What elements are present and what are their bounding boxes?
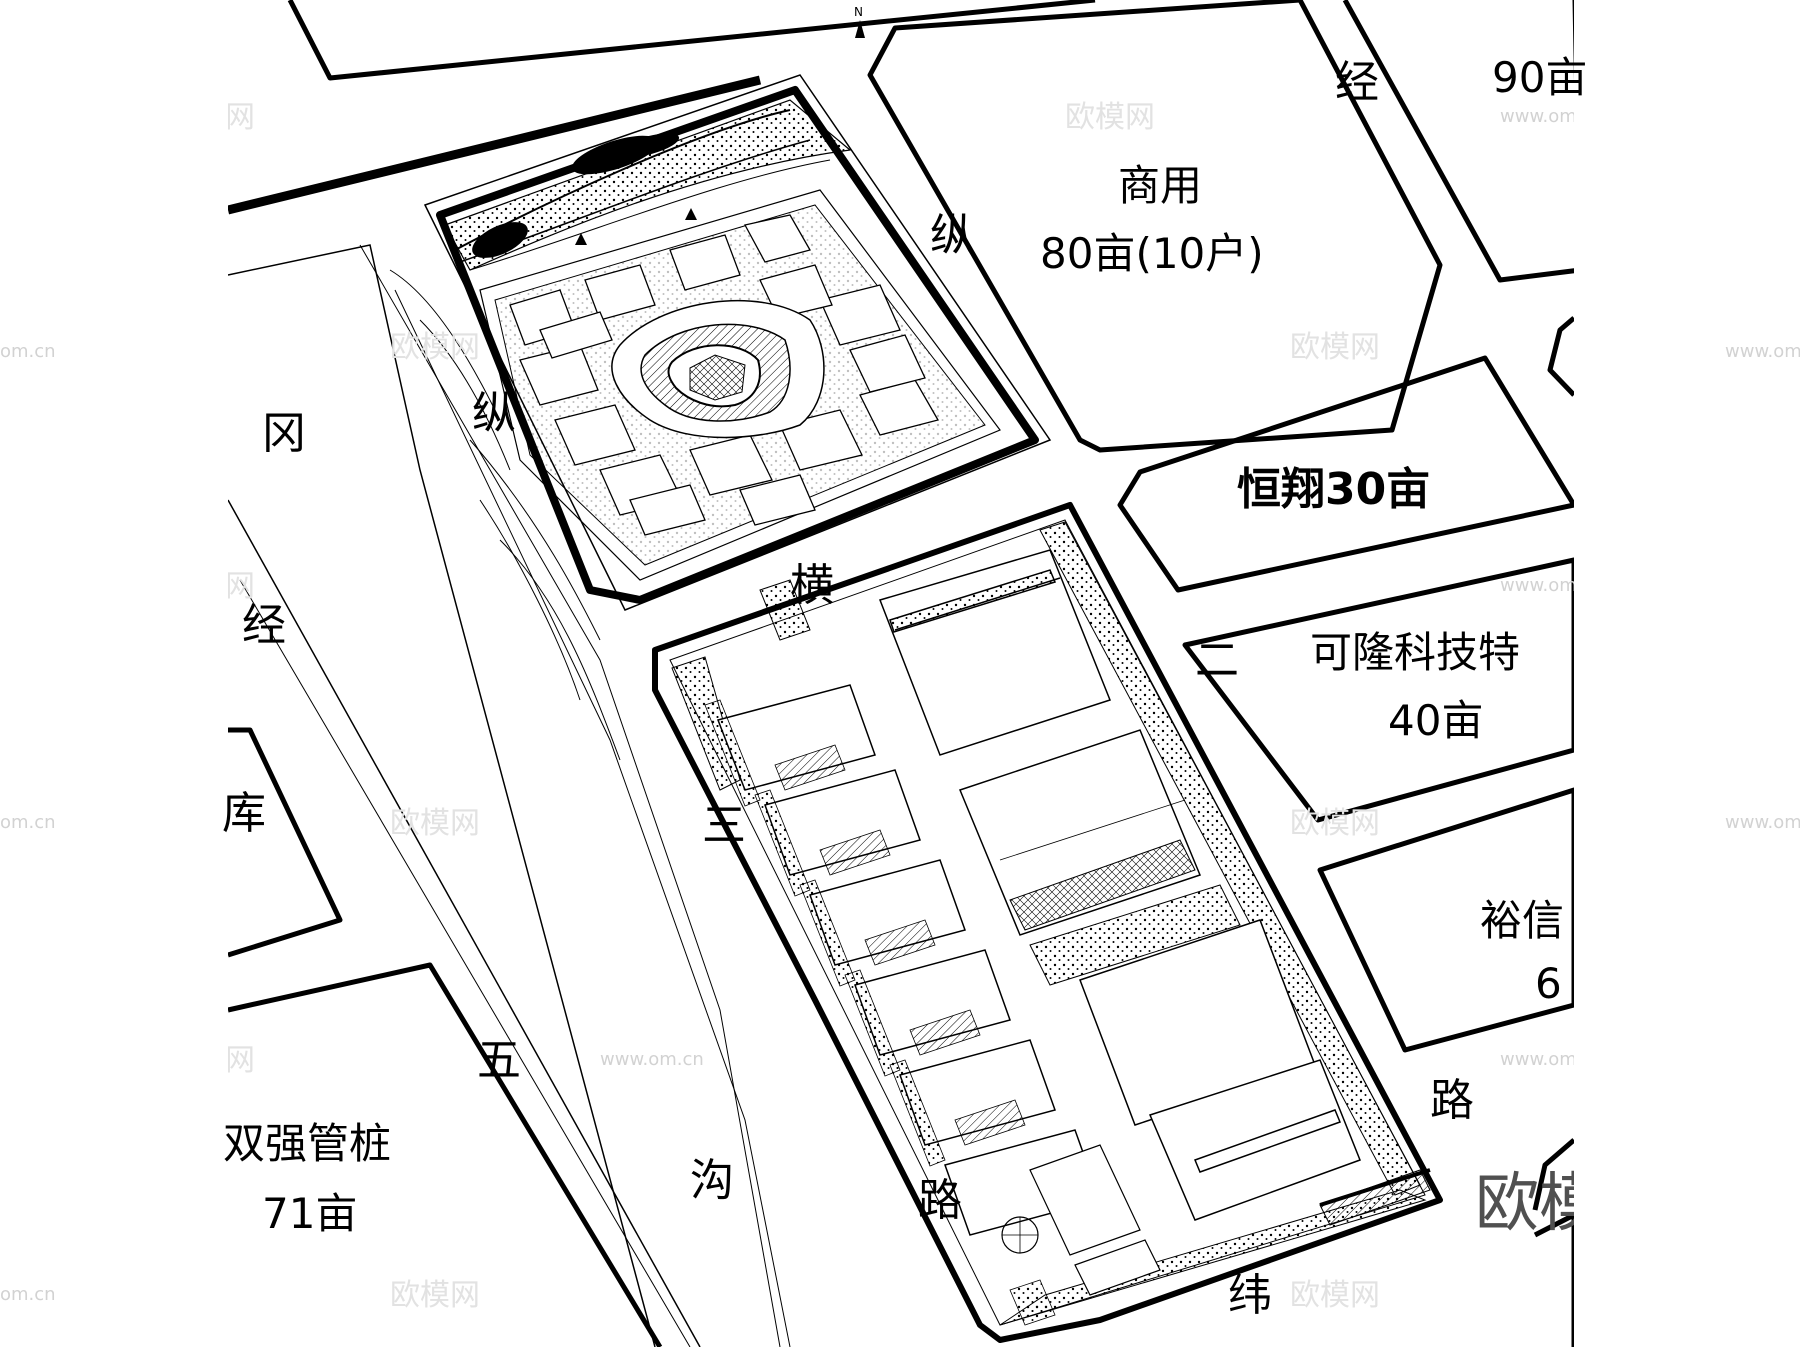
road-label: 五 xyxy=(477,1035,521,1086)
block-top-left xyxy=(287,0,1096,81)
road-label: 库 xyxy=(222,788,266,839)
parcel-area-commercial: 80亩(10户) xyxy=(1040,229,1264,278)
road-labels: 冈 经 库 纵 纵 横 二 三 五 沟 路 路 纬 经 xyxy=(222,57,1474,1321)
road-label: 经 xyxy=(1335,57,1379,108)
block-right-mid-arc xyxy=(1547,316,1576,397)
parcel-area-yuxin: 6 xyxy=(1535,959,1562,1008)
road-label: 二 xyxy=(1195,635,1239,686)
road-label: 经 xyxy=(242,600,286,651)
parcel-area-shuangqiang: 71亩 xyxy=(262,1189,357,1238)
block-right-lower-arc xyxy=(1532,1138,1576,1211)
watermark-url-margin: om.cn xyxy=(0,812,56,833)
block-top-right xyxy=(1342,0,1583,283)
block-hengxiang xyxy=(1117,355,1577,593)
block-commercial xyxy=(867,0,1443,453)
block-ku xyxy=(227,727,343,958)
parcel-name-commercial: 商用 xyxy=(1118,161,1202,210)
parcel-name-yuxin: 裕信 xyxy=(1480,896,1564,945)
upper-site xyxy=(423,74,1052,611)
watermark-brand: 欧模网 xyxy=(390,330,480,365)
road-label: 冈 xyxy=(262,408,306,459)
watermark-url-margin: om.cn xyxy=(0,341,56,362)
road-label: 沟 xyxy=(690,1155,734,1206)
watermark-brand: 欧模网 xyxy=(390,1278,480,1313)
road-label: 路 xyxy=(1430,1075,1474,1126)
lower-site xyxy=(652,502,1443,1343)
watermark-url-margin: www.om.cn xyxy=(1725,812,1800,833)
road-label: 路 xyxy=(918,1175,962,1226)
road-label: 纬 xyxy=(1228,1270,1272,1321)
block-kelong xyxy=(1182,557,1577,823)
watermark-url: www.om.cn xyxy=(600,1049,704,1070)
parcel-area-kelong: 40亩 xyxy=(1388,696,1483,745)
watermark-url-margin: www.om.cn xyxy=(1725,341,1800,362)
parcel-area-top-right: 90亩 xyxy=(1492,53,1587,102)
watermark-brand: 欧模网 xyxy=(1290,806,1380,841)
north-label: N xyxy=(854,5,863,19)
watermark-brand: 欧模网 xyxy=(1290,1278,1380,1313)
wuzhigou-road-lines xyxy=(227,244,791,1347)
north-arrow: N xyxy=(854,5,865,38)
road-label: 纵 xyxy=(472,388,516,439)
main-road-edge xyxy=(226,75,762,215)
road-label: 三 xyxy=(702,800,746,851)
block-shuangqiang xyxy=(227,962,663,1347)
watermark-brand: 欧模网 xyxy=(390,806,480,841)
road-label: 横 xyxy=(790,560,834,611)
road-label: 纵 xyxy=(930,210,974,261)
parcel-name-shuangqiang: 双强管桩 xyxy=(223,1119,391,1168)
parcel-name-kelong: 可隆科技特 xyxy=(1310,628,1520,677)
watermark-brand: 欧模网 xyxy=(1290,330,1380,365)
parcel-labels: 商用 80亩(10户) 90亩 恒翔30亩 可隆科技特 40亩 裕信 6 双强管… xyxy=(223,53,1587,1238)
parcel-name-hengxiang: 恒翔30亩 xyxy=(1237,464,1430,515)
workshop-1 xyxy=(879,549,1111,756)
watermark-brand: 欧模网 xyxy=(1065,100,1155,135)
watermark-url-margin: om.cn xyxy=(0,1284,56,1305)
